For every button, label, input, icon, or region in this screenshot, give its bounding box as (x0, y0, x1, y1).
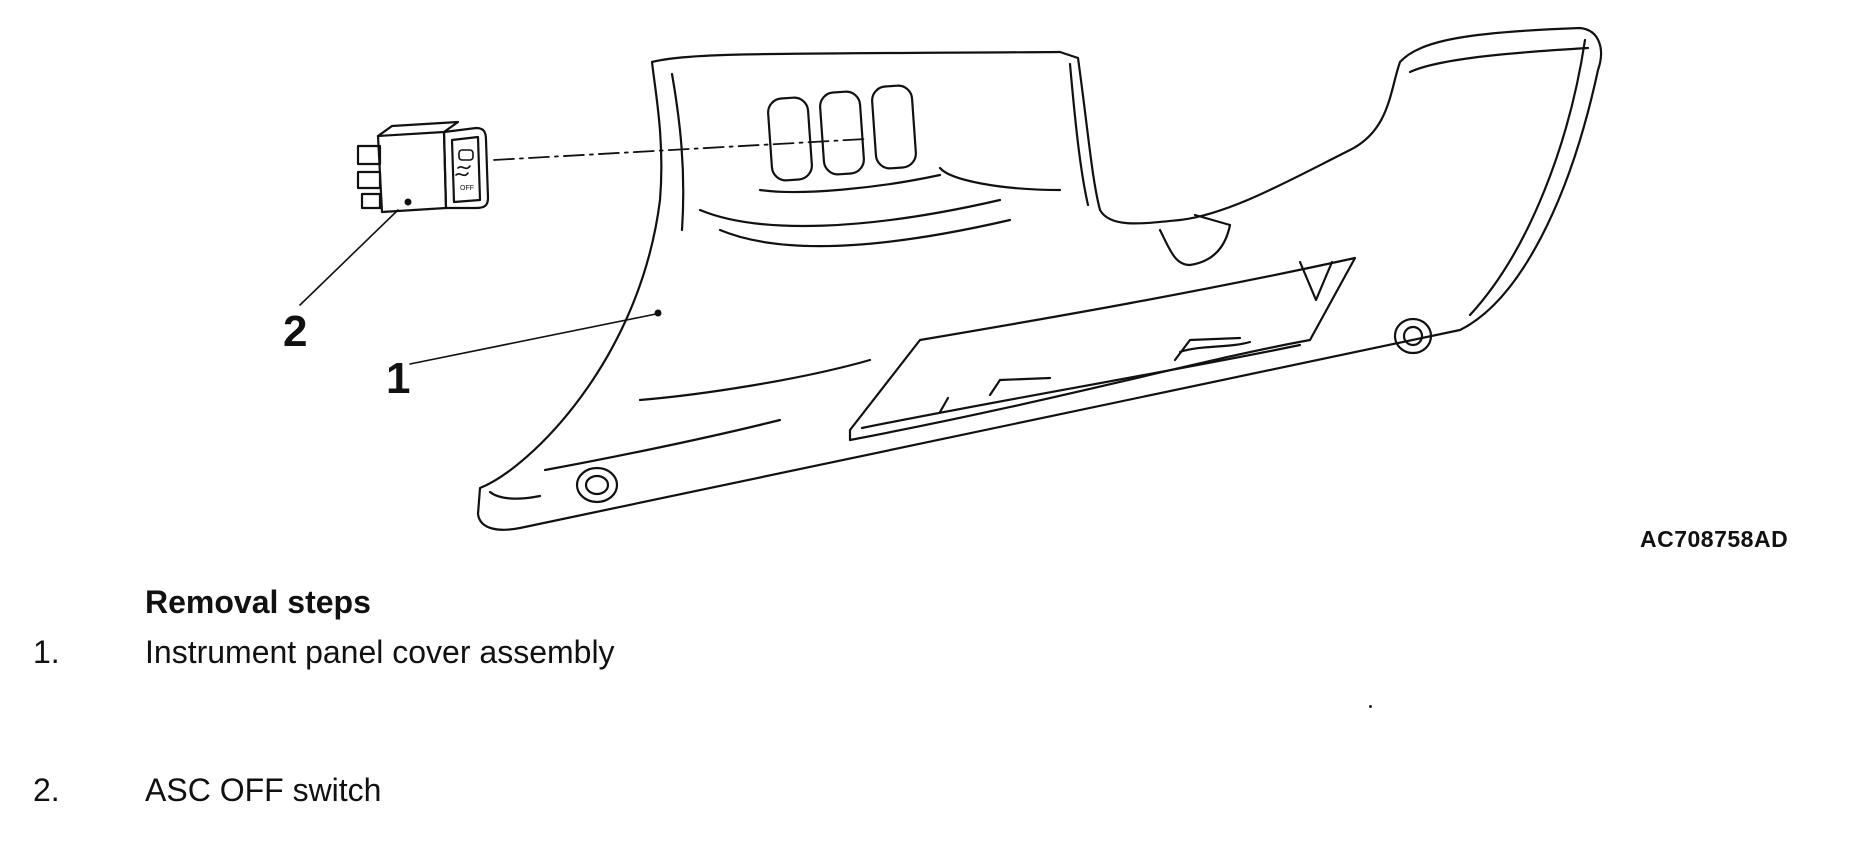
instrument-panel-cover (476, 26, 1603, 531)
switch-slot-1 (767, 96, 813, 182)
stray-dot (1369, 705, 1372, 708)
step-number: 2. (33, 772, 60, 808)
callout-number-2: 2 (283, 307, 307, 356)
step-label: Instrument panel cover assembly (145, 634, 615, 670)
removal-step: 1. Instrument panel cover assembly (0, 634, 615, 671)
leader-line-1 (409, 313, 657, 365)
removal-step: 2. ASC OFF switch (0, 772, 381, 809)
leader-line-2 (299, 209, 399, 306)
skid-car-icon (455, 149, 474, 177)
switch-face-label: OFF (460, 185, 474, 192)
mounting-boss-left (575, 466, 619, 504)
switch-slot-3 (871, 84, 917, 170)
exploded-view-diagram: OFF 1 2 (283, 26, 1603, 531)
callout-number-1: 1 (386, 354, 410, 403)
removal-steps-heading: Removal steps (145, 584, 371, 620)
figure-code: AC708758AD (1640, 526, 1789, 552)
leader-dot-1 (654, 309, 662, 317)
step-label: ASC OFF switch (145, 772, 382, 808)
mounting-boss-right (1393, 317, 1433, 355)
alignment-line (493, 138, 867, 161)
step-number: 1. (33, 634, 60, 670)
leader-dot-2 (404, 198, 412, 206)
switch-slot-2 (819, 90, 865, 176)
asc-off-switch (356, 120, 490, 214)
